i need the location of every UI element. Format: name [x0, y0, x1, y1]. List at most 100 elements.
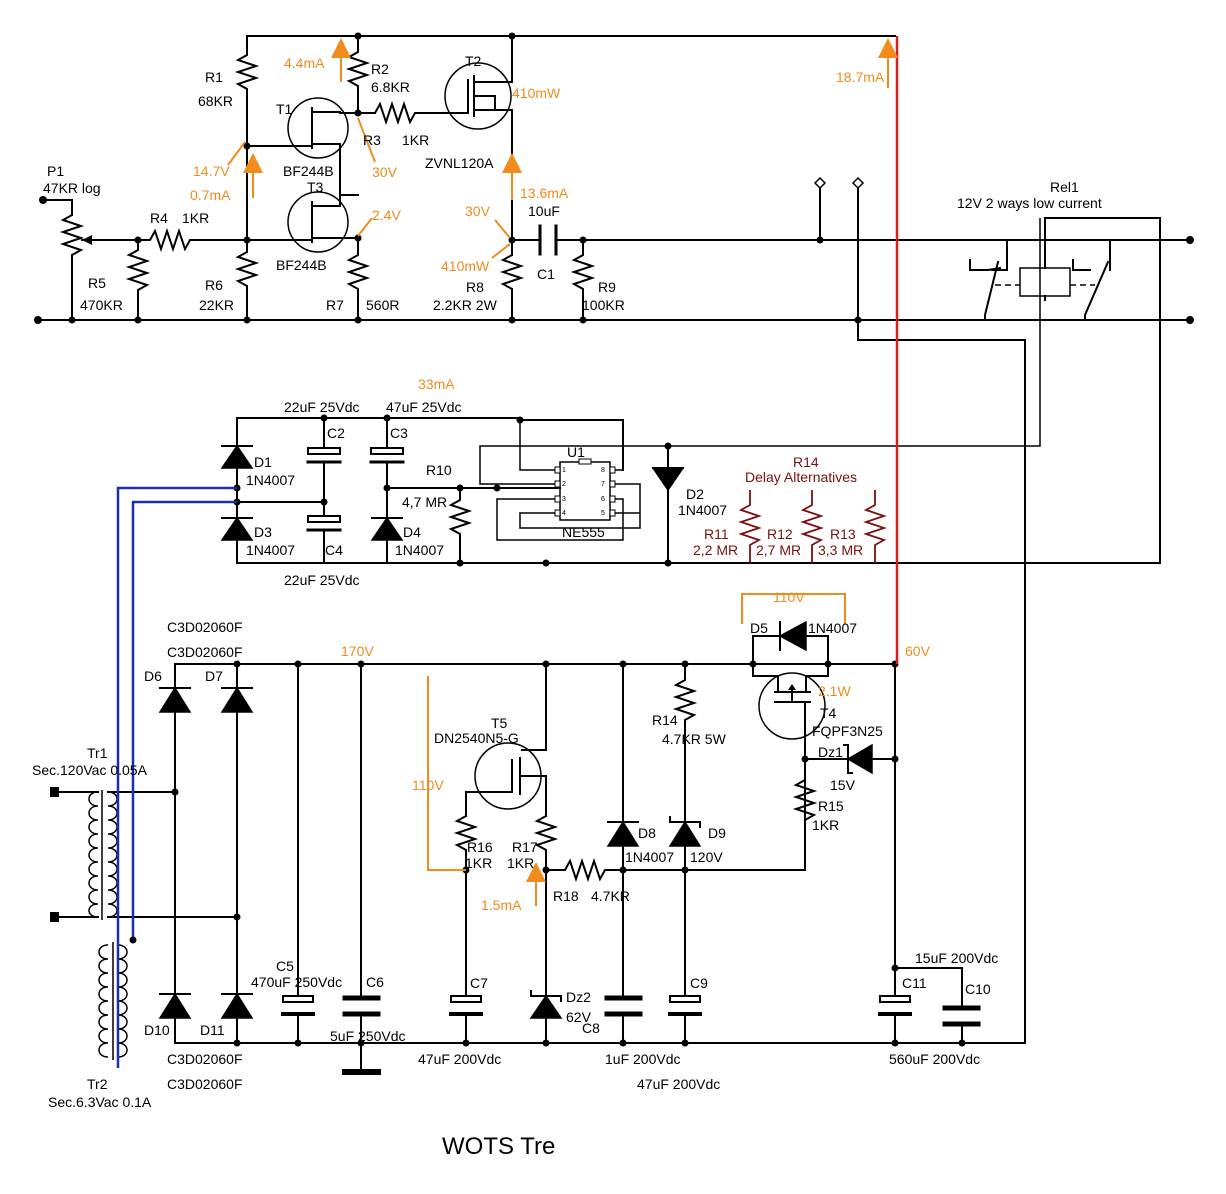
label-dz2-value: 62V [566, 1009, 592, 1025]
u1-pin-numbers: 1 2 3 4 8 7 6 5 [562, 467, 605, 517]
label-r15-value: 1KR [812, 817, 839, 833]
label-d7-ref: D7 [205, 668, 223, 684]
label-d8-ref: D8 [638, 825, 656, 841]
label-r5-value: 470KR [80, 297, 123, 313]
label-r1-ref: R1 [205, 69, 223, 85]
label-r3-ref: R3 [363, 132, 381, 148]
label-p1-value: 47KR log [43, 180, 101, 196]
label-c9-value: 47uF 200Vdc [637, 1076, 720, 1092]
label-r17-ref: R17 [512, 839, 538, 855]
label-d4-ref: D4 [403, 524, 421, 540]
label-d8-value: 1N4007 [625, 849, 674, 865]
label-d7-value: C3D02060F [167, 644, 243, 660]
label-r1-value: 68KR [198, 93, 233, 109]
label-d5-ref: D5 [750, 620, 768, 636]
label-r4-ref: R4 [150, 210, 168, 226]
annot-p-t4: 2.1W [818, 683, 851, 699]
label-r17-value: 1KR [507, 855, 534, 871]
label-r13-ref: R13 [830, 526, 856, 542]
label-d2-ref: D2 [686, 486, 704, 502]
label-r5-ref: R5 [88, 275, 106, 291]
label-t2-value: ZVNL120A [425, 155, 494, 171]
label-c2-value: 22uF 25Vdc [284, 399, 360, 415]
label-d9-value: 120V [690, 849, 723, 865]
label-r18-ref: R18 [553, 888, 579, 904]
label-r8-ref: R8 [466, 279, 484, 295]
label-d2-value: 1N4007 [678, 502, 727, 518]
label-t2-ref: T2 [465, 53, 482, 69]
label-r16-ref: R16 [467, 839, 493, 855]
label-t1-value: BF244B [283, 163, 334, 179]
label-c4-ref: C4 [325, 542, 343, 558]
annot-i-t2: 13.6mA [520, 185, 569, 201]
label-r8-value: 2.2KR 2W [433, 297, 498, 313]
label-c7-ref: C7 [470, 975, 488, 991]
label-r12-value: 2,7 MR [756, 542, 801, 558]
label-d1-value: 1N4007 [246, 472, 295, 488]
label-p1-ref: P1 [47, 163, 64, 179]
label-r6-ref: R6 [205, 277, 223, 293]
label-c4-value: 22uF 25Vdc [284, 572, 360, 588]
power-supply [50, 486, 1026, 1075]
label-dz1-ref: Dz1 [818, 744, 843, 760]
label-t4-value: FQPF3N25 [812, 723, 883, 739]
label-r18-value: 4.7KR [591, 888, 630, 904]
annot-v-r3: 30V [372, 164, 398, 180]
label-r2-ref: R2 [371, 61, 389, 77]
u1-pin-3: 3 [562, 496, 566, 503]
annot-i-hv: 18.7mA [836, 69, 885, 85]
label-u1-ref: U1 [567, 444, 585, 460]
label-c10-value: 15uF 200Vdc [915, 950, 998, 966]
label-d9-ref: D9 [708, 825, 726, 841]
label-c6-ref: C6 [366, 974, 384, 990]
label-rel1-ref: Rel1 [1050, 179, 1079, 195]
label-r9-value: 100KR [582, 297, 625, 313]
u1-pin-4: 4 [562, 510, 566, 517]
label-t3-value: BF244B [276, 257, 327, 273]
annot-v-60: 60V [905, 643, 931, 659]
page-title: WOTS Tre [442, 1133, 555, 1160]
label-rel1-value: 12V 2 ways low current [957, 195, 1102, 211]
label-c5-ref: C5 [276, 958, 294, 974]
label-t5-ref: T5 [491, 715, 508, 731]
label-r11-ref: R11 [704, 526, 729, 542]
annot-p-t2: 410mW [512, 85, 561, 101]
label-u1-value: NE555 [562, 524, 605, 540]
label-tr1-value: Sec.120Vac 0.05A [32, 762, 148, 778]
label-r14-ref: R14 [652, 712, 678, 728]
label-r3-value: 1KR [402, 132, 429, 148]
label-c8-ref: C8 [582, 1020, 600, 1036]
label-c1-ref: C1 [537, 266, 555, 282]
u1-pin-7: 7 [601, 481, 605, 488]
label-d10-ref: D10 [144, 1022, 170, 1038]
label-c9-ref: C9 [690, 975, 708, 991]
annot-v-t3: 2.4V [372, 207, 401, 223]
label-r6-value: 22KR [199, 297, 234, 313]
delay-resistors [738, 490, 887, 563]
annot-v-170: 170V [341, 643, 374, 659]
label-r11-value: 2,2 MR [693, 542, 738, 558]
label-t5-value: DN2540N5-G [434, 730, 519, 746]
label-c3-ref: C3 [390, 425, 408, 441]
label-d3-ref: D3 [254, 524, 272, 540]
label-r10-ref: R10 [426, 462, 452, 478]
label-r14-delay-ref: R14 [793, 454, 819, 470]
label-dz1-value: 15V [830, 777, 856, 793]
u1-pin-8: 8 [601, 467, 605, 474]
label-d10-value: C3D02060F [167, 1051, 243, 1067]
label-c10-ref: C10 [965, 981, 991, 997]
labels: R1 68KR R2 6.8KR R3 1KR R4 1KR R5 470KR … [32, 53, 1102, 1160]
label-c7-value: 47uF 200Vdc [418, 1051, 501, 1067]
annot-i-r17: 1.5mA [481, 897, 522, 913]
label-tr1-ref: Tr1 [87, 745, 108, 761]
label-tr2-ref: Tr2 [87, 1076, 108, 1092]
label-c1-value: 10uF [528, 203, 560, 219]
timer-stage [220, 218, 1161, 567]
label-r7-ref: R7 [326, 297, 344, 313]
label-c11-ref: C11 [902, 975, 927, 991]
annot-p-r8: 410mW [441, 258, 490, 274]
label-tr2-value: Sec.6.3Vac 0.1A [48, 1094, 152, 1110]
label-r4-value: 1KR [182, 210, 209, 226]
label-dz2-ref: Dz2 [566, 989, 591, 1005]
u1-pin-1: 1 [562, 467, 566, 474]
